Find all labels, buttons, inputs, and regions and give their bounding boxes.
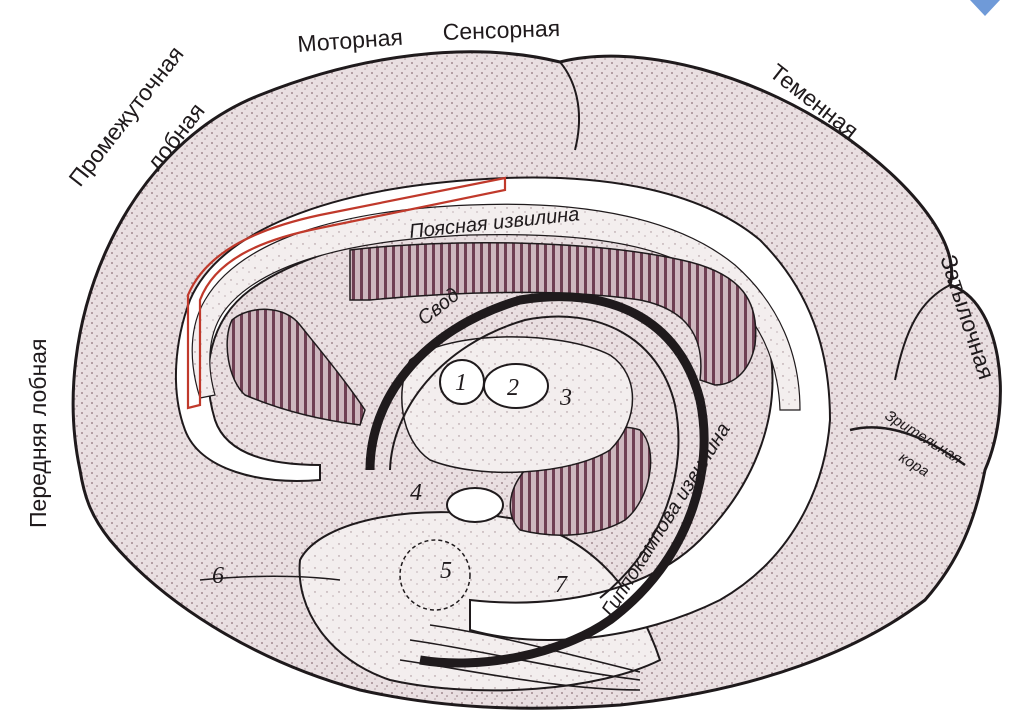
- label-motor: Моторная: [297, 24, 404, 57]
- label-anterior-frontal: Передняя лобная: [25, 339, 51, 528]
- number-1: 1: [455, 370, 467, 396]
- number-5: 5: [440, 558, 452, 584]
- amygdala-nucleus: [400, 540, 470, 610]
- number-2: 2: [507, 375, 519, 401]
- number-6: 6: [212, 563, 224, 589]
- corner-accent-shape: [970, 0, 1000, 16]
- number-7: 7: [555, 572, 568, 598]
- number-3: 3: [559, 385, 572, 411]
- number-4: 4: [410, 480, 422, 506]
- label-sensory: Сенсорная: [442, 15, 560, 45]
- mammillary-body: [447, 488, 503, 522]
